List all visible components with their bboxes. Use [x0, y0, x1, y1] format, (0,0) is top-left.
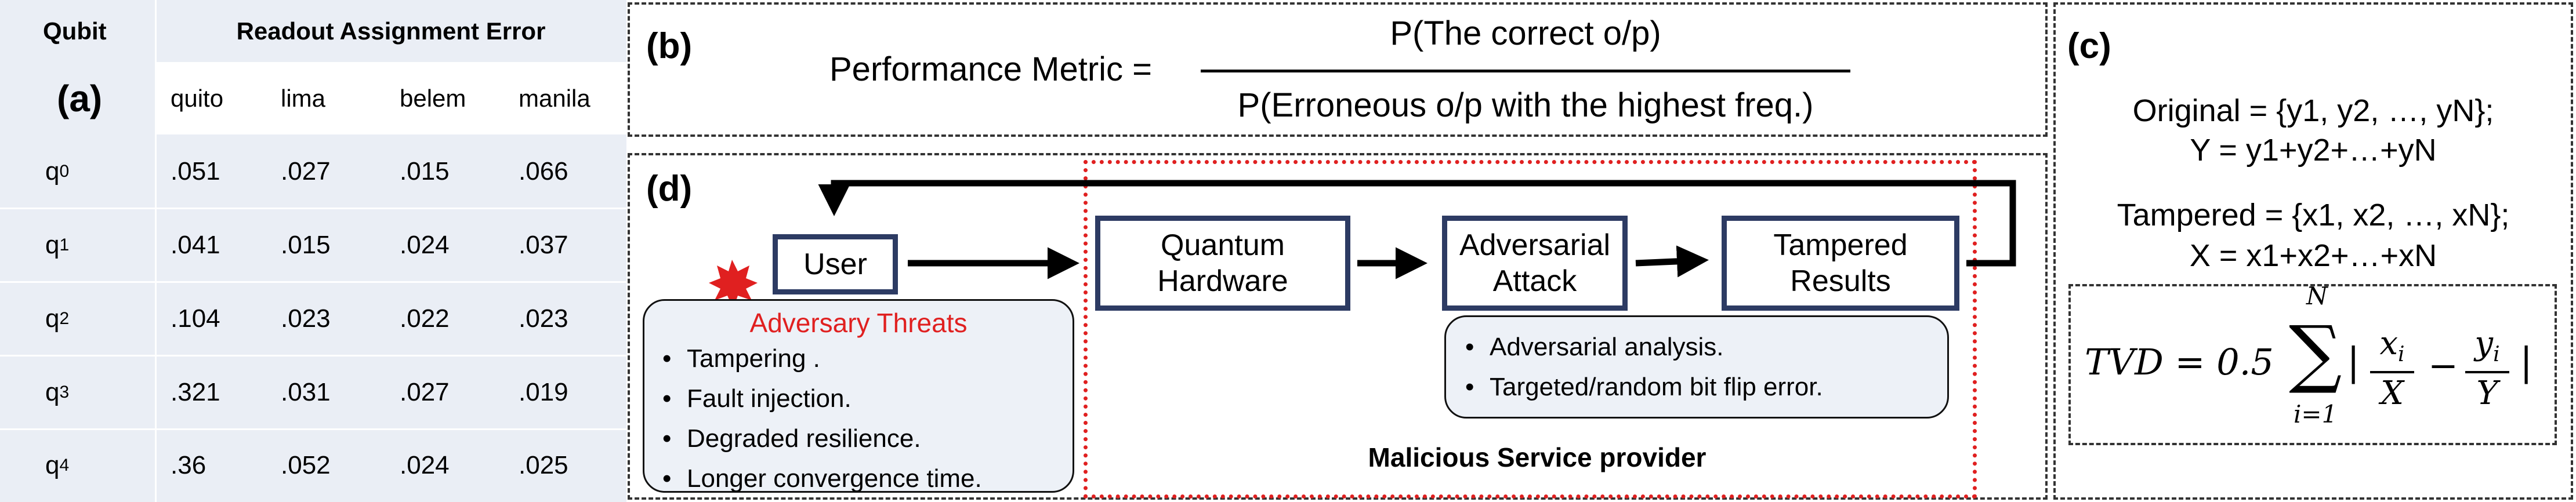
- adversarial-attack-line1: Adversarial: [1459, 228, 1611, 262]
- adversarial-attack-box: Adversarial Attack: [1442, 216, 1628, 311]
- sum-lower-limit: i=1: [2294, 400, 2338, 428]
- abs-bar-left: |: [2347, 340, 2360, 384]
- table-divider: [0, 208, 626, 209]
- threat-burst-icon: [709, 260, 758, 308]
- sum-upper-limit: N: [2306, 282, 2328, 310]
- fraction-x-denominator: X: [2381, 374, 2404, 412]
- tvd-formula-box: [2068, 284, 2557, 445]
- table-cell: .027: [385, 355, 503, 429]
- quantum-hardware-line2: Hardware: [1157, 264, 1288, 298]
- minus-sign: −: [2428, 344, 2458, 387]
- table-cell: .066: [503, 134, 626, 208]
- table-cell: .36: [155, 429, 266, 502]
- malicious-provider-label: Malicious Service provider: [1368, 442, 1707, 472]
- list-item: Degraded resilience.: [651, 419, 982, 459]
- panel-a-label: (a): [0, 63, 155, 134]
- fraction-bar: [1201, 70, 1850, 72]
- tampered-results-box: Tampered Results: [1722, 216, 1959, 311]
- adversary-threats-title: Adversary Threats: [749, 308, 968, 338]
- table-cell: .023: [503, 282, 626, 355]
- panel-c-label: (c): [2067, 26, 2111, 66]
- panel-d-label: (d): [646, 169, 693, 209]
- fraction-y-numerator: yi: [2474, 325, 2500, 367]
- table-divider: [0, 281, 626, 283]
- panel-b-label: (b): [646, 26, 693, 66]
- metric-denominator: P(Erroneous o/p with the highest freq.): [1237, 86, 1814, 124]
- user-box: User: [773, 234, 898, 294]
- malicious-provider-region: [1084, 160, 1977, 499]
- table-cell: .019: [503, 355, 626, 429]
- list-item: Fault injection.: [651, 379, 982, 419]
- column-manila: manila: [503, 63, 626, 134]
- table-divider: [0, 355, 626, 357]
- abs-bar-right: |: [2520, 340, 2533, 384]
- threats-list: Tampering . Fault injection. Degraded re…: [651, 339, 982, 499]
- table-cell: .037: [503, 208, 626, 282]
- table-cell: .015: [385, 134, 503, 208]
- attack-to-tampered-arrow: [1635, 245, 1709, 278]
- fraction-y-bar: [2465, 371, 2509, 373]
- list-item: Tampering .: [651, 339, 982, 379]
- table-cell: .027: [266, 134, 385, 208]
- tampered-sum: X = x1+x2+…+xN: [2189, 238, 2437, 273]
- table-cell: .024: [385, 429, 503, 502]
- table-divider: [0, 428, 626, 430]
- header-qubit: Qubit: [0, 0, 155, 63]
- summation-symbol: ∑: [2289, 310, 2342, 396]
- fraction-y-denominator: Y: [2476, 374, 2498, 412]
- fraction-x-bar: [2370, 371, 2414, 373]
- panel-c: [2053, 2, 2573, 500]
- list-item: Longer convergence time.: [651, 459, 982, 499]
- tvd-lhs: TVD = 0.5: [2085, 341, 2274, 383]
- original-set: Original = {y1, y2, …, yN};: [2132, 93, 2494, 128]
- attack-notes-list: Adversarial analysis. Targeted/random bi…: [1454, 327, 1823, 407]
- table-cell: .321: [155, 355, 266, 429]
- table-cell: .031: [266, 355, 385, 429]
- column-quito: quito: [155, 63, 266, 134]
- column-belem: belem: [385, 63, 503, 134]
- user-label: User: [803, 247, 867, 281]
- fraction-x-numerator: xi: [2379, 325, 2405, 367]
- tampered-results-line2: Results: [1790, 264, 1891, 298]
- table-cell: .051: [155, 134, 266, 208]
- tampered-results-line1: Tampered: [1773, 228, 1908, 262]
- table-cell: .023: [266, 282, 385, 355]
- header-readout-error: Readout Assignment Error: [155, 0, 626, 63]
- feedback-arrow: [818, 180, 2016, 267]
- panel-b: [628, 2, 2048, 137]
- list-item: Adversarial analysis.: [1454, 327, 1823, 367]
- quantum-hardware-line1: Quantum: [1161, 228, 1285, 262]
- performance-metric-label: Performance Metric =: [829, 50, 1153, 88]
- adversarial-attack-line2: Attack: [1492, 264, 1577, 298]
- table-divider: [155, 62, 626, 64]
- list-item: Targeted/random bit flip error.: [1454, 367, 1823, 407]
- readout-error-table: Qubit Readout Assignment Error (a) quito…: [0, 0, 626, 502]
- column-lima: lima: [266, 63, 385, 134]
- table-cell: .015: [266, 208, 385, 282]
- table-cell: .052: [266, 429, 385, 502]
- quantum-hardware-box: Quantum Hardware: [1095, 216, 1350, 311]
- table-cell: .041: [155, 208, 266, 282]
- table-cell: .025: [503, 429, 626, 502]
- tampered-set: Tampered = {x1, x2, …, xN};: [2117, 198, 2510, 232]
- table-divider: [155, 0, 157, 502]
- table-cell: .104: [155, 282, 266, 355]
- original-sum: Y = y1+y2+…+yN: [2190, 133, 2437, 168]
- panel-d: [628, 153, 2048, 500]
- metric-numerator: P(The correct o/p): [1390, 14, 1661, 52]
- table-cell: .024: [385, 208, 503, 282]
- table-cell: .022: [385, 282, 503, 355]
